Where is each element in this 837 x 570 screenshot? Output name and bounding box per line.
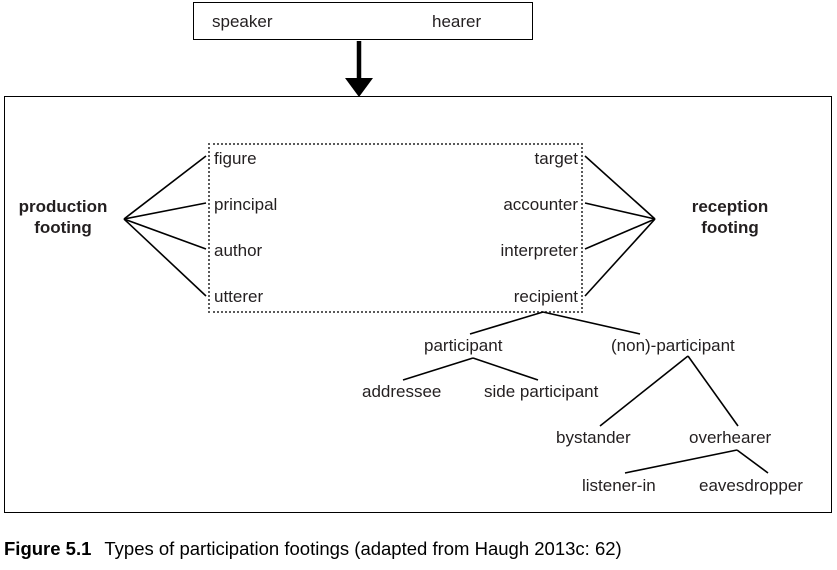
role-interpreter: interpreter: [500, 241, 578, 260]
node-side-participant: side participant: [484, 382, 599, 401]
down-arrow-icon: [345, 41, 373, 97]
reception-footing-line2: footing: [701, 218, 759, 237]
production-footing-label: production footing: [4, 196, 122, 238]
reception-footing-line1: reception: [691, 197, 769, 216]
figure-caption-text: Types of participation footings (adapted…: [104, 538, 622, 559]
production-footing-line2: footing: [34, 218, 92, 237]
node-overhearer: overhearer: [689, 428, 772, 447]
node-non-participant: (non)-participant: [611, 336, 735, 355]
production-footing-line1: production: [18, 197, 108, 216]
node-eavesdropper: eavesdropper: [699, 476, 803, 495]
footing-roles-dotted-box: [208, 143, 583, 313]
role-accounter: accounter: [503, 195, 578, 214]
figure-caption-label: Figure 5.1: [4, 538, 92, 559]
role-target: target: [534, 149, 578, 168]
reception-footing-label: reception footing: [660, 196, 800, 238]
node-participant: participant: [424, 336, 503, 355]
role-principal: principal: [214, 195, 278, 214]
role-utterer: utterer: [214, 287, 264, 306]
node-listener-in: listener-in: [582, 476, 656, 495]
role-author: author: [214, 241, 263, 260]
role-recipient: recipient: [513, 287, 578, 306]
speaker-label: speaker: [212, 12, 273, 31]
figure-caption: Figure 5.1 Types of participation footing…: [4, 537, 834, 561]
node-bystander: bystander: [556, 428, 631, 447]
node-addressee: addressee: [362, 382, 442, 401]
speaker-hearer-box: speaker hearer: [193, 2, 533, 40]
role-figure: figure: [214, 149, 257, 168]
hearer-label: hearer: [432, 12, 482, 31]
